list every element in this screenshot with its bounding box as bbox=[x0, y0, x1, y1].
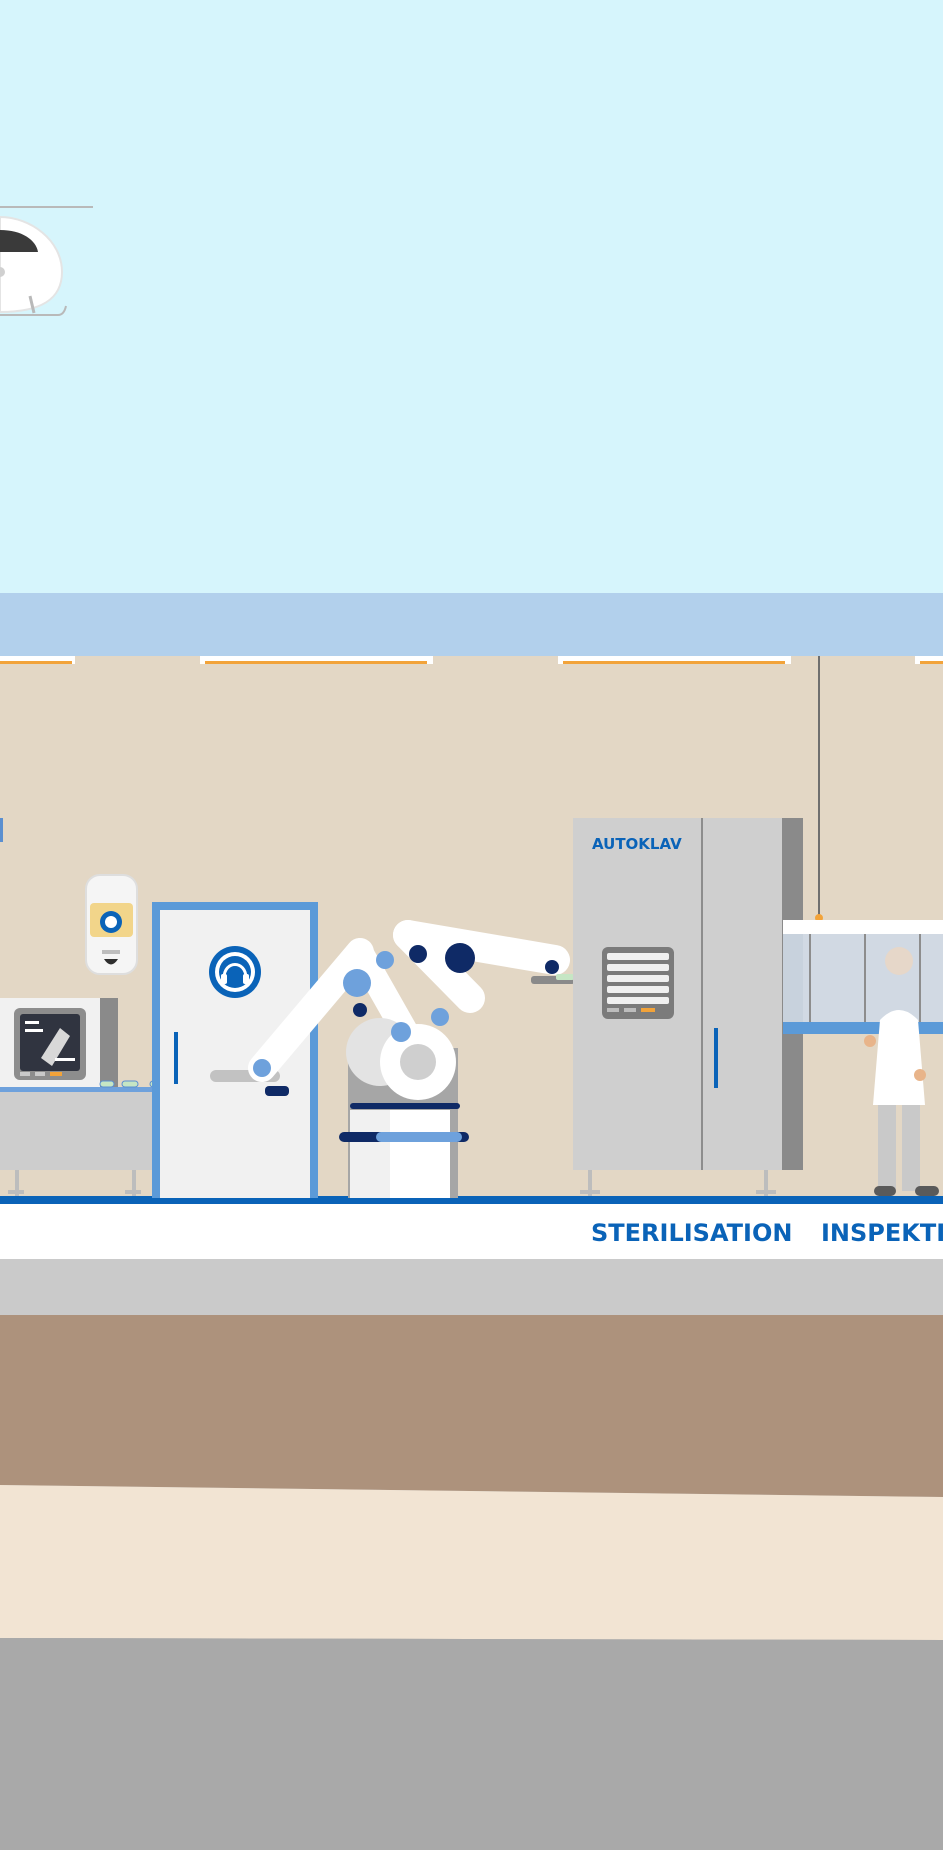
tray-window bbox=[602, 947, 674, 1019]
robot-arm-icon bbox=[210, 920, 575, 1198]
ground-sand bbox=[0, 1485, 943, 1640]
ceiling bbox=[0, 593, 943, 656]
floor-line bbox=[0, 1196, 943, 1204]
ground-brown bbox=[0, 1315, 943, 1497]
inspection-station bbox=[783, 656, 943, 1196]
autoclave: AUTOKLAV bbox=[573, 818, 803, 1196]
label-strip bbox=[0, 1204, 943, 1259]
floor-grey bbox=[0, 1259, 943, 1315]
cleanroom-door bbox=[152, 902, 318, 1198]
helicopter-icon bbox=[0, 206, 93, 316]
lab-worker-icon bbox=[864, 947, 939, 1196]
section-label-inspection: INSPEKTIO bbox=[821, 1219, 943, 1247]
ceiling-lights bbox=[0, 656, 943, 664]
road bbox=[0, 1638, 943, 1850]
hearing-protection-icon bbox=[209, 946, 261, 998]
wall-marker bbox=[0, 818, 3, 842]
autoclave-label: AUTOKLAV bbox=[592, 835, 682, 853]
section-label-sterilisation: STERILISATION bbox=[591, 1219, 792, 1247]
hearing-protection-dispenser bbox=[85, 874, 138, 975]
filling-machine bbox=[0, 998, 118, 1090]
sky bbox=[0, 0, 943, 593]
